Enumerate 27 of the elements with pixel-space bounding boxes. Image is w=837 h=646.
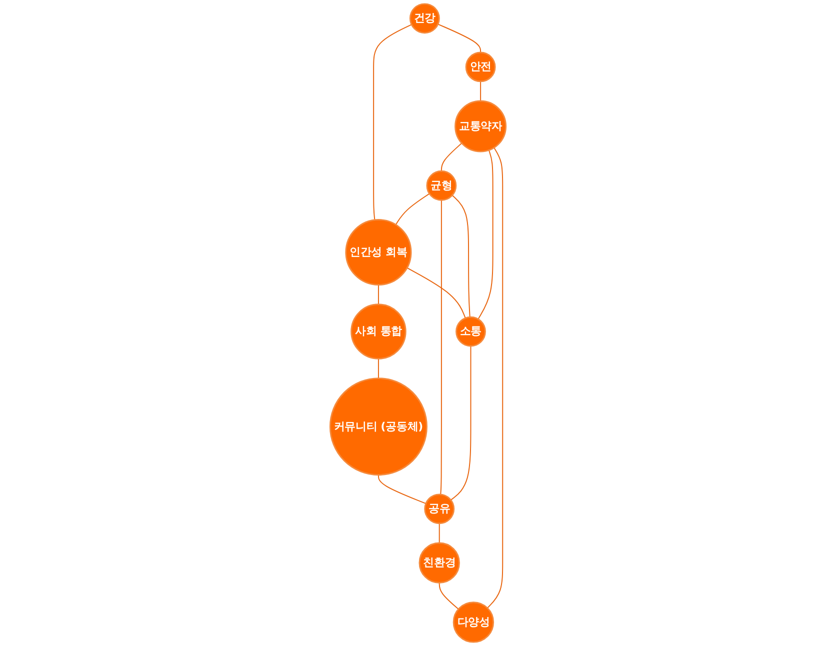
node-circle: 다양성 [453, 602, 495, 643]
node-circle: 안전 [466, 52, 496, 82]
node-circle: 커뮤니티 (공동체) [330, 378, 428, 476]
connector [438, 24, 482, 53]
connector [439, 582, 460, 610]
connector [374, 24, 413, 220]
connector [452, 194, 471, 318]
connector [450, 346, 472, 501]
node-circle: 균형 [426, 170, 458, 201]
connector [378, 358, 380, 379]
connector [378, 474, 427, 504]
connector [487, 147, 504, 609]
connector [407, 267, 466, 319]
connector [478, 150, 494, 320]
connector [480, 80, 482, 102]
connector [396, 193, 430, 226]
node-circle: 인간성 회복 [346, 218, 412, 286]
node-circle: 건강 [410, 3, 440, 34]
connector [440, 200, 442, 495]
node-circle: 공유 [424, 494, 456, 524]
node-circle: 교통약자 [455, 100, 508, 152]
connector [441, 142, 463, 172]
connector [378, 284, 380, 305]
node-circle: 사회 통합 [351, 304, 407, 360]
connector [439, 522, 440, 544]
node-circle: 소통 [456, 316, 486, 347]
node-circle: 친환경 [419, 542, 460, 584]
